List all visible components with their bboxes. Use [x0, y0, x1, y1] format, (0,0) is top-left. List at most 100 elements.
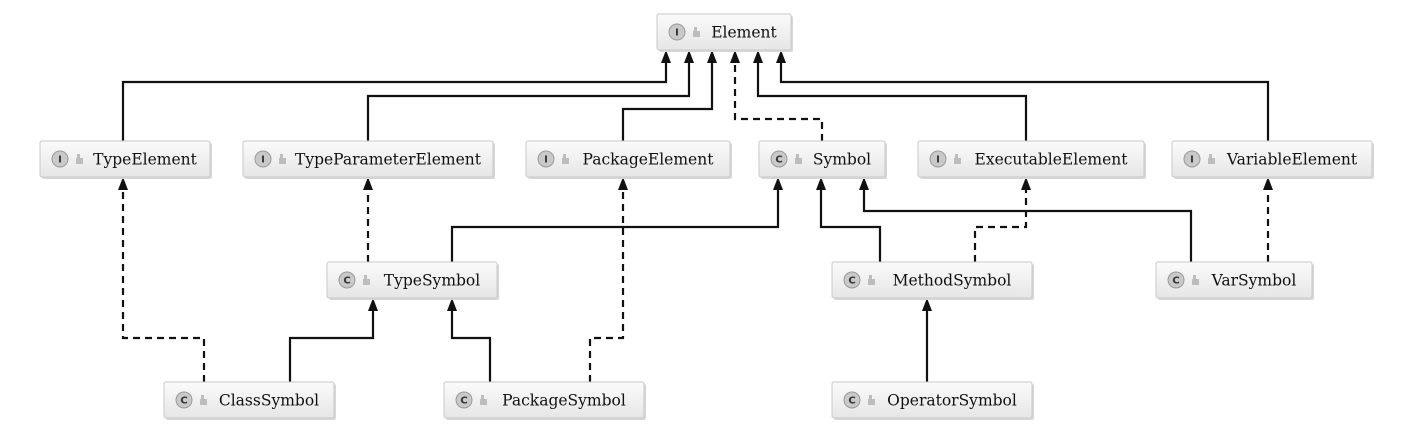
- lock-icon: [480, 395, 487, 405]
- node-label: VarSymbol: [1211, 272, 1297, 290]
- node-box: [758, 140, 886, 178]
- arrowhead: [776, 50, 786, 63]
- arrowhead: [1021, 177, 1031, 190]
- edge-line: [973, 187, 1028, 262]
- node-label: Element: [711, 24, 777, 42]
- kind-letter: C: [180, 396, 187, 407]
- edge-MethodSymbol-to-Symbol: [816, 177, 882, 262]
- edge-TypeElement-to-Element: [121, 50, 671, 141]
- node-box: [1155, 261, 1313, 299]
- edge-VarSymbol-to-Symbol: [859, 177, 1193, 262]
- node-TypeParameterElement[interactable]: I TypeParameterElement: [242, 140, 495, 179]
- lock-icon: [200, 395, 207, 405]
- kind-letter: I: [1190, 155, 1194, 166]
- lock-icon: [279, 154, 286, 164]
- node-label: TypeParameterElement: [295, 151, 482, 169]
- node-label: TypeElement: [93, 151, 197, 169]
- node-PackageElement[interactable]: I PackageElement: [525, 140, 732, 179]
- class-icon: C: [843, 271, 861, 289]
- edge-line: [588, 187, 625, 382]
- edge-PackageElement-to-Element: [621, 50, 717, 141]
- kind-letter: C: [1172, 276, 1179, 287]
- lock-icon: [954, 154, 961, 164]
- arrowhead: [684, 50, 694, 63]
- node-label: OperatorSymbol: [887, 392, 1017, 410]
- node-box: [656, 13, 792, 51]
- interface-icon: I: [668, 23, 686, 41]
- class-icon: C: [843, 391, 861, 409]
- interface-icon: I: [254, 150, 272, 168]
- edge-line: [862, 187, 1193, 262]
- kind-letter: C: [848, 396, 855, 407]
- edge-TypeSymbol-to-Symbol: [450, 177, 783, 262]
- kind-letter: I: [261, 155, 265, 166]
- node-box: [831, 381, 1033, 419]
- node-label: TypeSymbol: [384, 272, 481, 290]
- kind-letter: C: [775, 155, 782, 166]
- arrowhead: [447, 298, 457, 311]
- edges-layer: [118, 50, 1273, 382]
- interface-icon: I: [537, 150, 555, 168]
- node-Element[interactable]: I Element: [656, 13, 793, 52]
- node-label: Symbol: [813, 151, 871, 169]
- interface-icon: I: [929, 150, 947, 168]
- lock-icon: [562, 154, 569, 164]
- class-icon: C: [1167, 271, 1185, 289]
- edge-line: [366, 60, 691, 141]
- arrowhead: [661, 50, 671, 63]
- kind-letter: C: [848, 276, 855, 287]
- kind-letter: I: [675, 28, 679, 39]
- node-label: PackageSymbol: [502, 392, 626, 410]
- edge-MethodSymbol-to-ExecutableElement: [973, 177, 1031, 262]
- edge-TypeParameterElement-to-Element: [366, 50, 694, 141]
- edge-line: [121, 60, 668, 141]
- edge-line: [288, 308, 375, 382]
- node-box: [39, 140, 211, 178]
- node-box: [831, 261, 1033, 299]
- edge-ExecutableElement-to-Element: [753, 50, 1028, 141]
- class-icon: C: [455, 391, 473, 409]
- edge-TypeSymbol-to-TypeParameterElement: [363, 177, 373, 262]
- arrowhead: [118, 177, 128, 190]
- class-icon: C: [175, 391, 193, 409]
- node-Symbol[interactable]: C Symbol: [758, 140, 887, 179]
- edge-line: [733, 60, 824, 141]
- arrowhead: [816, 177, 826, 190]
- node-label: PackageElement: [583, 151, 715, 169]
- edge-line: [450, 187, 780, 262]
- node-box: [326, 261, 498, 299]
- node-ClassSymbol[interactable]: C ClassSymbol: [163, 381, 336, 420]
- edge-line: [779, 60, 1270, 141]
- node-OperatorSymbol[interactable]: C OperatorSymbol: [831, 381, 1034, 420]
- node-box: [525, 140, 731, 178]
- arrowhead: [707, 50, 717, 63]
- lock-icon: [1192, 275, 1199, 285]
- lock-icon: [868, 395, 875, 405]
- arrowhead: [1263, 177, 1273, 190]
- node-label: ClassSymbol: [219, 392, 319, 410]
- arrowhead: [363, 177, 373, 190]
- node-VarSymbol[interactable]: C VarSymbol: [1155, 261, 1314, 300]
- kind-letter: I: [58, 155, 62, 166]
- interface-icon: I: [51, 150, 69, 168]
- node-box: [242, 140, 494, 178]
- edge-OperatorSymbol-to-MethodSymbol: [922, 298, 932, 382]
- edge-line: [450, 308, 492, 382]
- node-box: [163, 381, 335, 419]
- arrowhead: [922, 298, 932, 311]
- arrowhead: [753, 50, 763, 63]
- edge-line: [756, 60, 1028, 141]
- kind-letter: C: [460, 396, 467, 407]
- node-TypeElement[interactable]: I TypeElement: [39, 140, 212, 179]
- node-PackageSymbol[interactable]: C PackageSymbol: [443, 381, 646, 420]
- edge-ClassSymbol-to-TypeElement: [118, 177, 206, 382]
- edge-PackageSymbol-to-TypeSymbol: [447, 298, 492, 382]
- lock-icon: [868, 275, 875, 285]
- edge-VariableElement-to-Element: [776, 50, 1270, 141]
- kind-letter: I: [544, 155, 548, 166]
